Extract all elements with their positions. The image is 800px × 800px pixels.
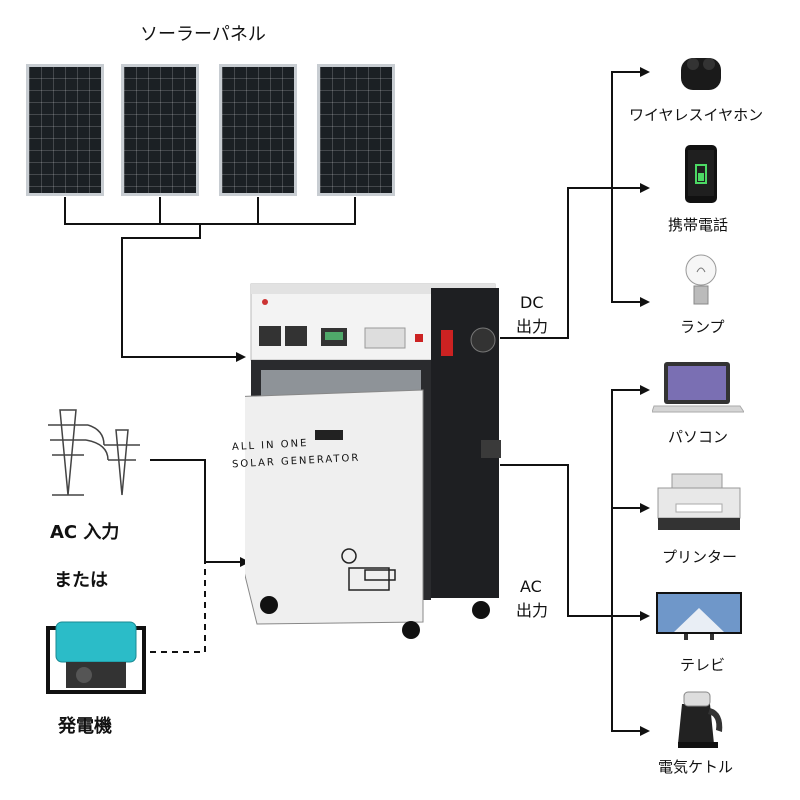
laptop-icon bbox=[652, 362, 744, 413]
dc-output-label-1: DC bbox=[520, 293, 544, 312]
or-label: または bbox=[54, 570, 108, 591]
generator-label: 発電機 bbox=[58, 716, 112, 737]
generator-icon bbox=[46, 621, 146, 694]
ac-output-label-1: AC bbox=[520, 577, 542, 596]
ac-device-label-4: 電気ケトル bbox=[658, 758, 734, 776]
ac-device-label-2: プリンター bbox=[662, 548, 738, 566]
solar-panel-3 bbox=[219, 64, 297, 196]
solar-panel-label: ソーラーパネル bbox=[140, 24, 266, 45]
television-icon bbox=[656, 592, 742, 640]
earphones-icon bbox=[681, 58, 721, 90]
ac-device-label-1: パソコン bbox=[668, 428, 729, 446]
dc-device-label-2: 携帯電話 bbox=[668, 216, 729, 234]
printer-icon bbox=[657, 473, 741, 530]
electric-kettle-icon bbox=[678, 691, 723, 748]
power-tower-icon bbox=[48, 409, 140, 496]
ac-output-label-2: 出力 bbox=[516, 601, 549, 620]
mobile-phone-icon bbox=[685, 145, 717, 203]
dc-output-label-2: 出力 bbox=[516, 317, 549, 336]
solar-panel-4 bbox=[317, 64, 395, 196]
lamp-bulb-icon bbox=[685, 254, 717, 305]
solar-panel-2 bbox=[121, 64, 199, 196]
solar-panel-1 bbox=[26, 64, 104, 196]
solar-generator-unit bbox=[245, 283, 501, 639]
ac-input-label: AC 入力 bbox=[50, 522, 120, 543]
dc-device-label-1: ワイヤレスイヤホン bbox=[629, 106, 764, 124]
ac-device-label-3: テレビ bbox=[680, 656, 726, 674]
dc-device-label-3: ランプ bbox=[680, 318, 725, 336]
